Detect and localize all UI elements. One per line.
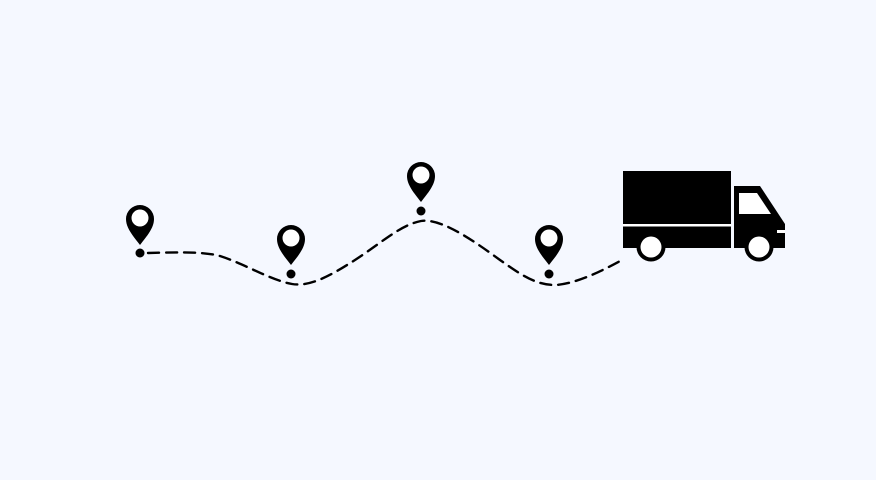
stop-1 bbox=[126, 205, 154, 258]
stop-dot bbox=[286, 269, 296, 279]
location-pin-icon bbox=[407, 162, 435, 202]
stop-dot bbox=[416, 206, 426, 216]
delivery-truck-icon bbox=[623, 171, 785, 262]
stop-dot bbox=[544, 269, 554, 279]
location-pin-icon bbox=[126, 205, 154, 245]
location-pin-icon bbox=[277, 225, 305, 265]
stop-4 bbox=[535, 225, 563, 279]
stop-3 bbox=[407, 162, 435, 216]
dashed-route-line bbox=[146, 219, 624, 287]
stop-2 bbox=[277, 225, 305, 279]
location-pin-icon bbox=[535, 225, 563, 265]
stop-dot bbox=[135, 248, 145, 258]
